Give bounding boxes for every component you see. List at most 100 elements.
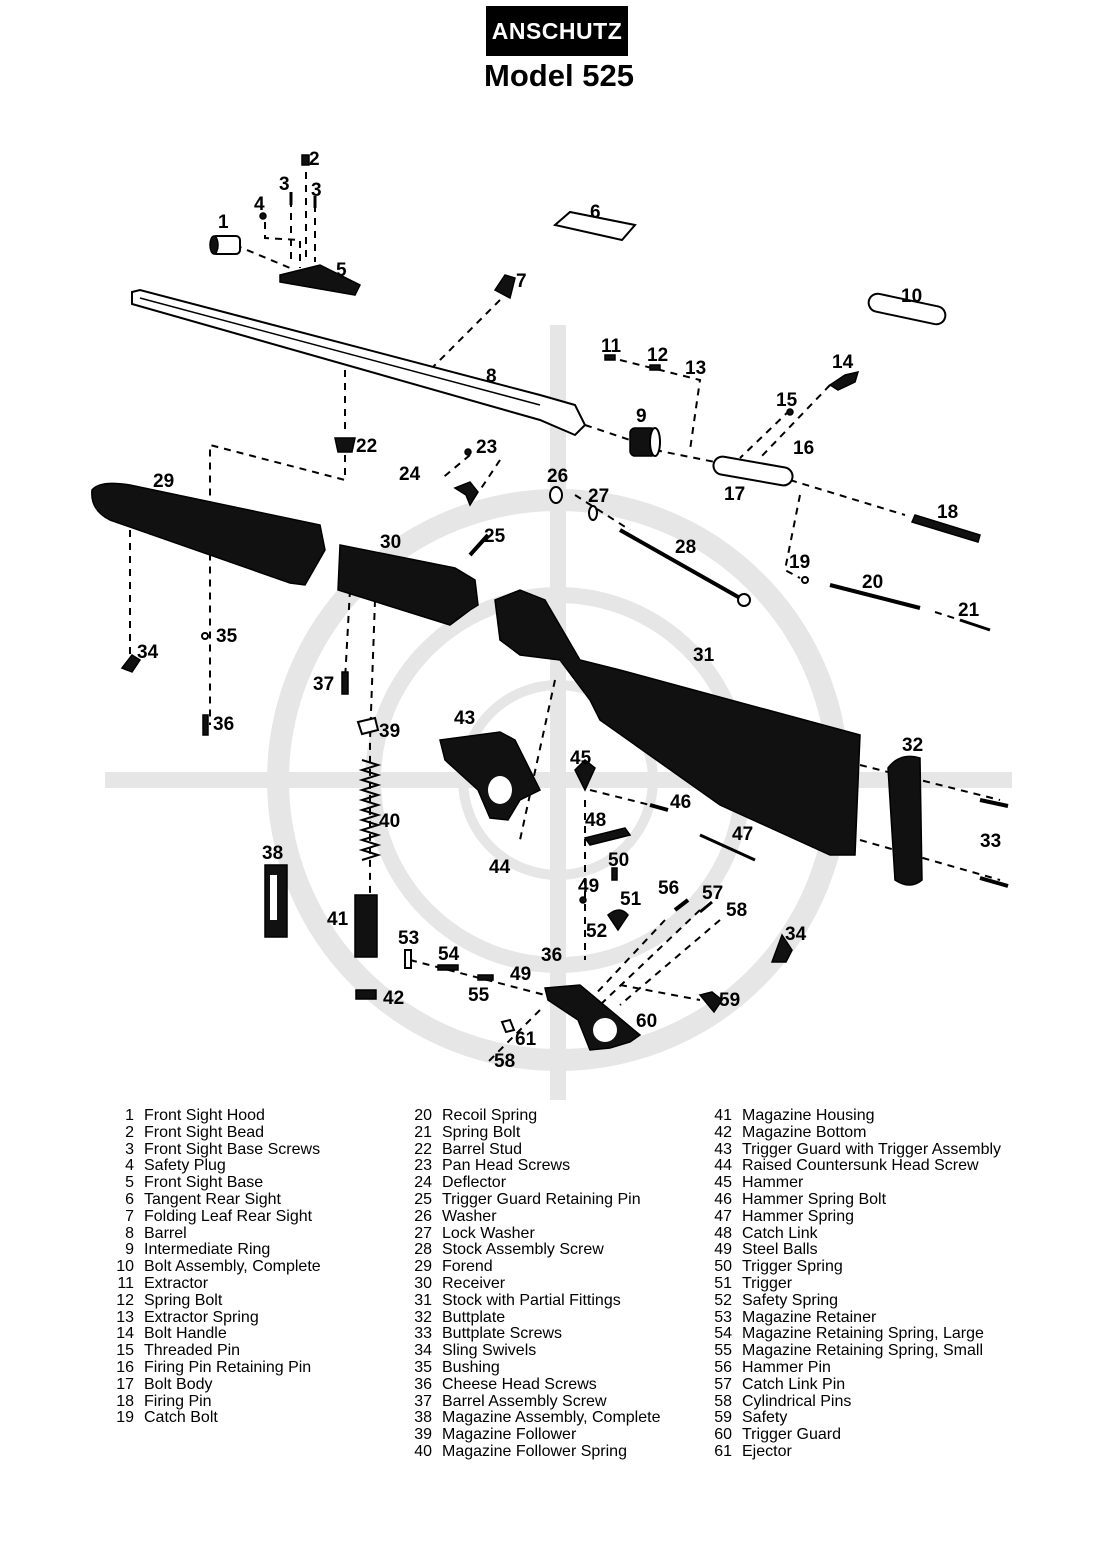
cheese-head-screw-part bbox=[202, 714, 209, 736]
legend-part-number: 18 bbox=[116, 1392, 134, 1410]
legend-part-name: Intermediate Ring bbox=[144, 1241, 271, 1259]
legend-part-name: Buttplate Screws bbox=[442, 1325, 563, 1343]
retaining-spring-small-part bbox=[477, 974, 494, 981]
callout: 21 bbox=[958, 600, 980, 621]
legend-part-name: Bolt Body bbox=[144, 1375, 213, 1393]
legend-part-number: 27 bbox=[414, 1224, 432, 1242]
callout: 43 bbox=[454, 708, 475, 729]
callout: 6 bbox=[590, 202, 601, 223]
legend-part-name: Bolt Assembly, Complete bbox=[144, 1258, 321, 1276]
legend-part-name: Trigger Spring bbox=[742, 1258, 843, 1276]
callout: 8 bbox=[486, 366, 497, 387]
legend-part-number: 10 bbox=[116, 1258, 134, 1276]
hammer-pin-part bbox=[673, 898, 690, 912]
threaded-pin-part bbox=[786, 408, 794, 416]
lock-washer-part bbox=[588, 505, 598, 521]
retaining-spring-large-part bbox=[437, 964, 459, 971]
legend-part-name: Pan Head Screws bbox=[442, 1157, 571, 1175]
legend-part-number: 45 bbox=[714, 1174, 732, 1192]
legend-part-number: 20 bbox=[414, 1107, 432, 1124]
callout: 37 bbox=[313, 674, 334, 695]
callout: 3 bbox=[311, 180, 322, 201]
legend-part-number: 19 bbox=[116, 1409, 134, 1427]
legend-part-number: 4 bbox=[125, 1157, 134, 1175]
trigger-part bbox=[607, 909, 629, 932]
deflector-part bbox=[453, 481, 479, 507]
legend-part-name: Firing Pin Retaining Pin bbox=[144, 1358, 312, 1376]
legend-part-name: Front Sight Base Screws bbox=[144, 1140, 321, 1158]
callout: 10 bbox=[901, 286, 922, 307]
legend-part-number: 47 bbox=[714, 1207, 732, 1225]
legend-part-number: 56 bbox=[714, 1358, 732, 1376]
intermediate-ring-part bbox=[629, 427, 661, 457]
callout: 17 bbox=[724, 484, 745, 505]
legend-part-name: Sling Swivels bbox=[442, 1342, 537, 1360]
legend-row: 10 Bolt Assembly, Complete bbox=[108, 1258, 321, 1276]
legend-part-name: Washer bbox=[442, 1207, 497, 1225]
legend-part-name: Stock with Partial Fittings bbox=[442, 1291, 621, 1309]
callout: 24 bbox=[399, 464, 421, 485]
legend-part-number: 54 bbox=[714, 1325, 732, 1343]
callout: 19 bbox=[789, 552, 810, 573]
legend-part-name: Raised Countersunk Head Screw bbox=[742, 1157, 979, 1175]
legend-part-number: 5 bbox=[125, 1174, 134, 1192]
legend-part-name: Recoil Spring bbox=[442, 1107, 538, 1124]
callout: 53 bbox=[398, 928, 419, 949]
legend-part-number: 60 bbox=[714, 1426, 732, 1444]
legend-part-number: 57 bbox=[714, 1375, 732, 1393]
legend-part-name: Extractor Spring bbox=[144, 1308, 259, 1326]
callout: 34 bbox=[137, 642, 159, 663]
callout: 56 bbox=[658, 878, 679, 899]
legend-part-name: Magazine Retaining Spring, Large bbox=[742, 1325, 984, 1343]
callout: 29 bbox=[153, 471, 174, 492]
bushing-part bbox=[201, 632, 209, 640]
model-title: Model 525 bbox=[484, 58, 634, 93]
callout: 47 bbox=[732, 824, 753, 845]
legend-part-number: 59 bbox=[714, 1409, 732, 1427]
extractor-part bbox=[604, 354, 616, 361]
legend-part-number: 52 bbox=[714, 1291, 732, 1309]
legend-part-name: Trigger bbox=[742, 1274, 793, 1292]
trigger-guard-pin-part bbox=[468, 533, 490, 557]
legend-part-number: 14 bbox=[116, 1325, 134, 1343]
callout: 55 bbox=[468, 985, 490, 1006]
legend-row: 20 Recoil Spring bbox=[406, 1107, 660, 1125]
hammer-spring-part bbox=[699, 833, 756, 862]
callout: 13 bbox=[685, 358, 706, 379]
legend-part-number: 35 bbox=[414, 1358, 432, 1376]
legend-part-name: Magazine Follower Spring bbox=[442, 1442, 627, 1460]
legend-part-name: Catch Link bbox=[742, 1224, 818, 1242]
legend-part-name: Firing Pin bbox=[144, 1392, 212, 1410]
magazine-follower-spring-part bbox=[358, 759, 382, 861]
folding-leaf-sight-part bbox=[493, 274, 516, 300]
bolt-handle-part bbox=[828, 370, 860, 391]
callout: 45 bbox=[570, 748, 592, 769]
callout: 36 bbox=[213, 714, 234, 735]
bolt-assembly-part bbox=[867, 292, 947, 326]
callout: 50 bbox=[608, 850, 629, 871]
legend-part-name: Barrel bbox=[144, 1224, 187, 1242]
callout: 33 bbox=[980, 831, 1001, 852]
